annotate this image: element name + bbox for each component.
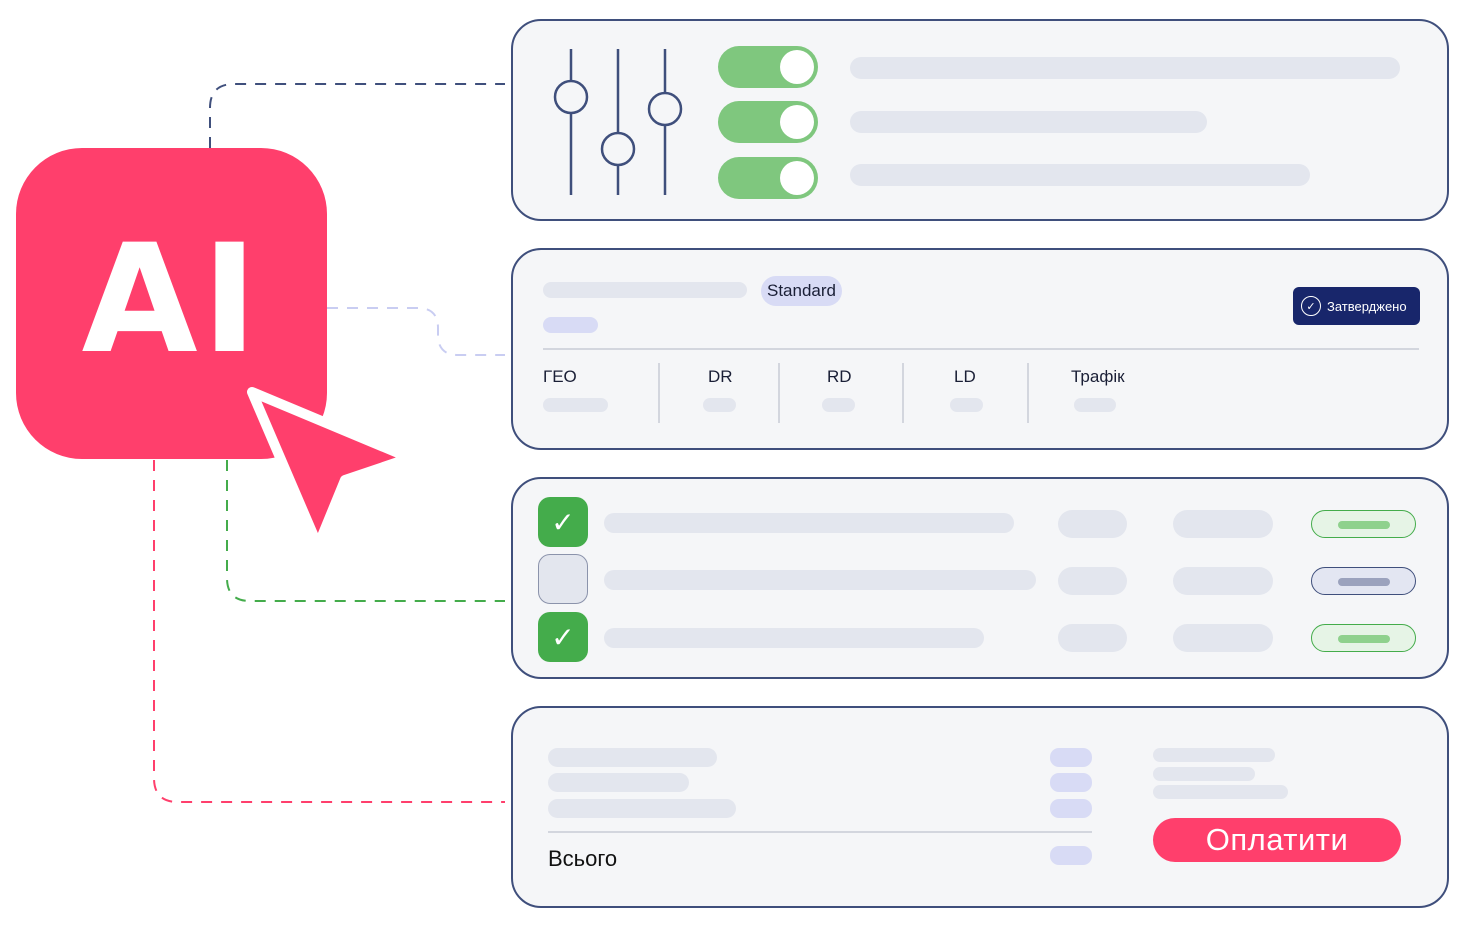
placeholder-line xyxy=(604,628,984,648)
placeholder-line xyxy=(604,570,1036,590)
placeholder-amount xyxy=(1050,748,1092,767)
column-ld: LD xyxy=(954,367,976,386)
placeholder-title xyxy=(543,282,747,298)
placeholder-value xyxy=(1074,398,1116,412)
toggle-switch-1[interactable] xyxy=(718,46,818,88)
status-pill-green xyxy=(1311,510,1416,538)
divider xyxy=(543,348,1419,350)
placeholder-value xyxy=(950,398,983,412)
checkout-card: Всього Оплатити xyxy=(511,706,1449,908)
column-dr: DR xyxy=(708,367,733,386)
placeholder-amount xyxy=(1050,773,1092,792)
total-label: Всього xyxy=(548,846,618,871)
status-pill-green xyxy=(1311,624,1416,652)
placeholder-value xyxy=(703,398,736,412)
toggle-knob xyxy=(780,105,814,139)
ai-logo-tile: AI xyxy=(16,148,327,459)
placeholder-line xyxy=(548,773,689,792)
toggle-switch-2[interactable] xyxy=(718,101,818,143)
status-badge-approved: ✓ Затверджено xyxy=(1293,287,1420,325)
connector-plan xyxy=(327,307,505,356)
task-list-card: ✓ ✓ xyxy=(511,477,1449,679)
checkbox-checked[interactable]: ✓ xyxy=(538,612,588,662)
status-label: Затверджено xyxy=(1327,298,1407,314)
settings-card xyxy=(511,19,1449,221)
ai-logo-text: AI xyxy=(81,212,262,387)
checkmark-icon: ✓ xyxy=(551,506,575,538)
placeholder-tag xyxy=(543,317,598,333)
placeholder-cell xyxy=(1173,567,1273,595)
divider xyxy=(548,831,1092,833)
plan-card: Standard ✓ Затверджено ГЕО DR RD LD Траф… xyxy=(511,248,1449,450)
status-pill-blue xyxy=(1311,567,1416,595)
column-separator xyxy=(902,363,904,423)
column-separator xyxy=(778,363,780,423)
placeholder-cell xyxy=(1058,567,1127,595)
placeholder-line xyxy=(548,799,736,818)
toggle-knob xyxy=(780,50,814,84)
placeholder-line xyxy=(850,57,1400,79)
placeholder-cell xyxy=(1173,624,1273,652)
checkbox-checked[interactable]: ✓ xyxy=(538,497,588,547)
placeholder-total-amount xyxy=(1050,846,1092,865)
column-separator xyxy=(658,363,660,423)
checkmark-icon: ✓ xyxy=(551,621,575,653)
placeholder-value xyxy=(822,398,855,412)
placeholder-value xyxy=(543,398,608,412)
placeholder-cell xyxy=(1173,510,1273,538)
placeholder-amount xyxy=(1050,799,1092,818)
placeholder-line xyxy=(1153,785,1288,799)
column-geo: ГЕО xyxy=(543,367,577,386)
placeholder-line xyxy=(1153,767,1255,781)
checkbox-unchecked[interactable] xyxy=(538,554,588,604)
placeholder-line xyxy=(604,513,1014,533)
connector-settings xyxy=(209,83,505,148)
plan-badge: Standard xyxy=(761,276,842,306)
column-rd: RD xyxy=(827,367,852,386)
equalizer-sliders-icon xyxy=(553,49,683,195)
toggle-knob xyxy=(780,161,814,195)
placeholder-cell xyxy=(1058,510,1127,538)
placeholder-cell xyxy=(1058,624,1127,652)
column-separator xyxy=(1027,363,1029,423)
column-traffic: Трафік xyxy=(1071,367,1125,386)
placeholder-line xyxy=(548,748,717,767)
cursor-arrow-icon xyxy=(247,387,415,551)
placeholder-line xyxy=(850,164,1310,186)
placeholder-line xyxy=(850,111,1207,133)
toggle-switch-3[interactable] xyxy=(718,157,818,199)
pay-button[interactable]: Оплатити xyxy=(1153,818,1401,862)
check-circle-icon: ✓ xyxy=(1301,296,1321,316)
placeholder-line xyxy=(1153,748,1275,762)
